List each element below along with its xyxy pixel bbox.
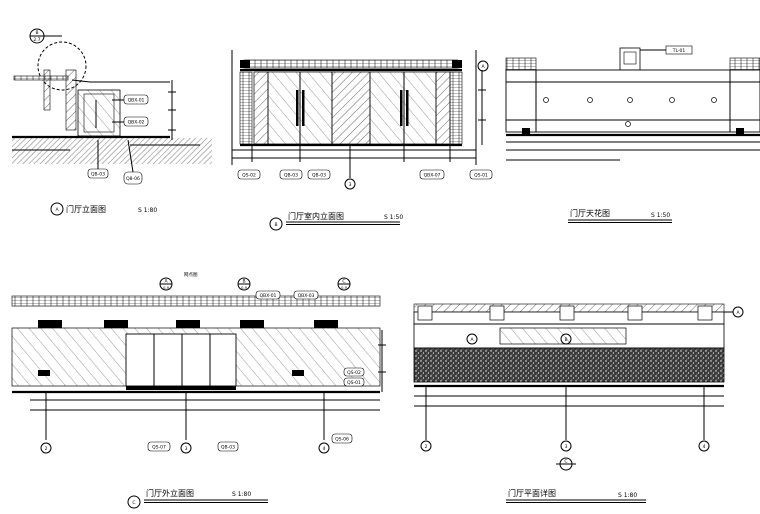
section-marker-a: [466, 333, 478, 345]
view-ceiling-title: 门厅天花图: [570, 208, 610, 218]
view-b-marker: [269, 217, 283, 231]
view-ceiling-plan: TL-01 门厅天花图 S 1:50: [505, 45, 760, 223]
svg-text:3: 3: [565, 444, 568, 450]
svg-text:A: A: [470, 337, 474, 343]
axis-marker-4: [698, 440, 710, 452]
tag-qbx-01: QBX-01: [128, 98, 145, 104]
view-ceiling-scale: S 1:50: [651, 212, 670, 219]
view-plan-title: 门厅平面详图: [508, 488, 556, 498]
axis-marker-4: [318, 442, 330, 454]
detail-marker-bottom: 2.7: [33, 37, 40, 43]
svg-text:QB-03: QB-03: [312, 173, 326, 179]
svg-text:4: 4: [703, 444, 706, 450]
svg-text:QS-02: QS-02: [242, 173, 256, 179]
view-c-elevation: 2 3 4 A 0-9 B 0-9 C 0-9 网点图 QBX-01 QBX-0…: [11, 272, 386, 509]
svg-text:0-9: 0-9: [163, 286, 170, 290]
axis-marker-2: [420, 440, 432, 452]
svg-text:QS-07: QS-07: [152, 445, 166, 451]
svg-text:QB-03: QB-03: [221, 445, 235, 451]
axis-marker-3: [560, 440, 572, 452]
view-b-tags: QS-02 QB-03 QB-03 QBX-07 QS-01: [237, 169, 493, 180]
view-a-elevation: B 2.7 QBX-01 QBX-02 QB-03 Q8-06 A 门厅立: [12, 28, 212, 216]
svg-text:QBX-03: QBX-03: [298, 293, 315, 299]
view-a-marker: [50, 202, 64, 216]
svg-text:QS-02: QS-02: [347, 370, 361, 376]
svg-text:0-9: 0-9: [241, 286, 248, 290]
view-c-scale: S 1:80: [232, 491, 251, 498]
view-a-scale: S 1:80: [138, 207, 157, 214]
svg-text:B: B: [242, 279, 245, 285]
svg-text:C: C: [342, 279, 345, 285]
svg-text:C: C: [132, 500, 135, 506]
view-c-marker: [127, 495, 141, 509]
view-c-top-markers: A 0-9 B 0-9 C 0-9 网点图: [159, 272, 351, 291]
tag-tl-01: TL-01: [672, 48, 686, 54]
svg-text:QS-01: QS-01: [347, 380, 361, 386]
view-b-title: 门厅室内立面图: [288, 211, 344, 221]
detail-marker-top: B: [35, 30, 38, 36]
svg-text:C: C: [564, 459, 567, 465]
top-note: 网点图: [184, 272, 198, 278]
tag-qb-03: QB-03: [91, 172, 105, 178]
section-marker-b: [560, 333, 572, 345]
view-plan-detail: A B A 2 3 4 C 门厅平面详图 S 1:80: [413, 303, 744, 503]
svg-text:QBX-01: QBX-01: [260, 293, 277, 299]
svg-text:A: A: [736, 310, 740, 316]
view-c-title: 门厅外立面图: [146, 488, 194, 498]
svg-text:2: 2: [425, 444, 428, 450]
tag-qbx-02: QBX-02: [128, 120, 145, 126]
axis-marker-3: [344, 178, 356, 190]
axis-marker-2: [40, 442, 52, 454]
svg-text:3: 3: [185, 446, 188, 452]
svg-text:A: A: [55, 207, 59, 213]
svg-text:A: A: [164, 279, 168, 285]
svg-text:4: 4: [323, 446, 326, 452]
svg-text:B: B: [274, 222, 277, 228]
svg-text:0-9: 0-9: [341, 286, 348, 290]
svg-text:QS-01: QS-01: [474, 173, 488, 179]
tag-q8-06: Q8-06: [126, 176, 140, 182]
svg-text:B: B: [564, 337, 567, 343]
svg-text:QB-03: QB-03: [284, 173, 298, 179]
ceiling-lights: [543, 97, 717, 127]
svg-text:A: A: [481, 64, 485, 70]
view-b-elevation: A 3 QS-02 QB-03 QB-03 QBX-07 QS-01 B 门厅室…: [231, 50, 493, 231]
svg-text:3: 3: [349, 182, 352, 188]
grid-marker-a: [477, 60, 489, 72]
view-b-scale: S 1:50: [384, 214, 403, 221]
view-plan-scale: S 1:80: [618, 492, 637, 499]
svg-text:2: 2: [45, 446, 48, 452]
axis-marker-3: [180, 442, 192, 454]
view-a-title: 门厅立面图: [66, 204, 106, 214]
svg-text:QS-06: QS-06: [335, 437, 349, 443]
view-c-tags: QBX-01 QBX-03 QS-02 QS-01 QS-07 QB-03 QS…: [147, 290, 365, 452]
svg-text:QBX-07: QBX-07: [424, 173, 441, 179]
detail-callout-circle: [37, 41, 87, 91]
